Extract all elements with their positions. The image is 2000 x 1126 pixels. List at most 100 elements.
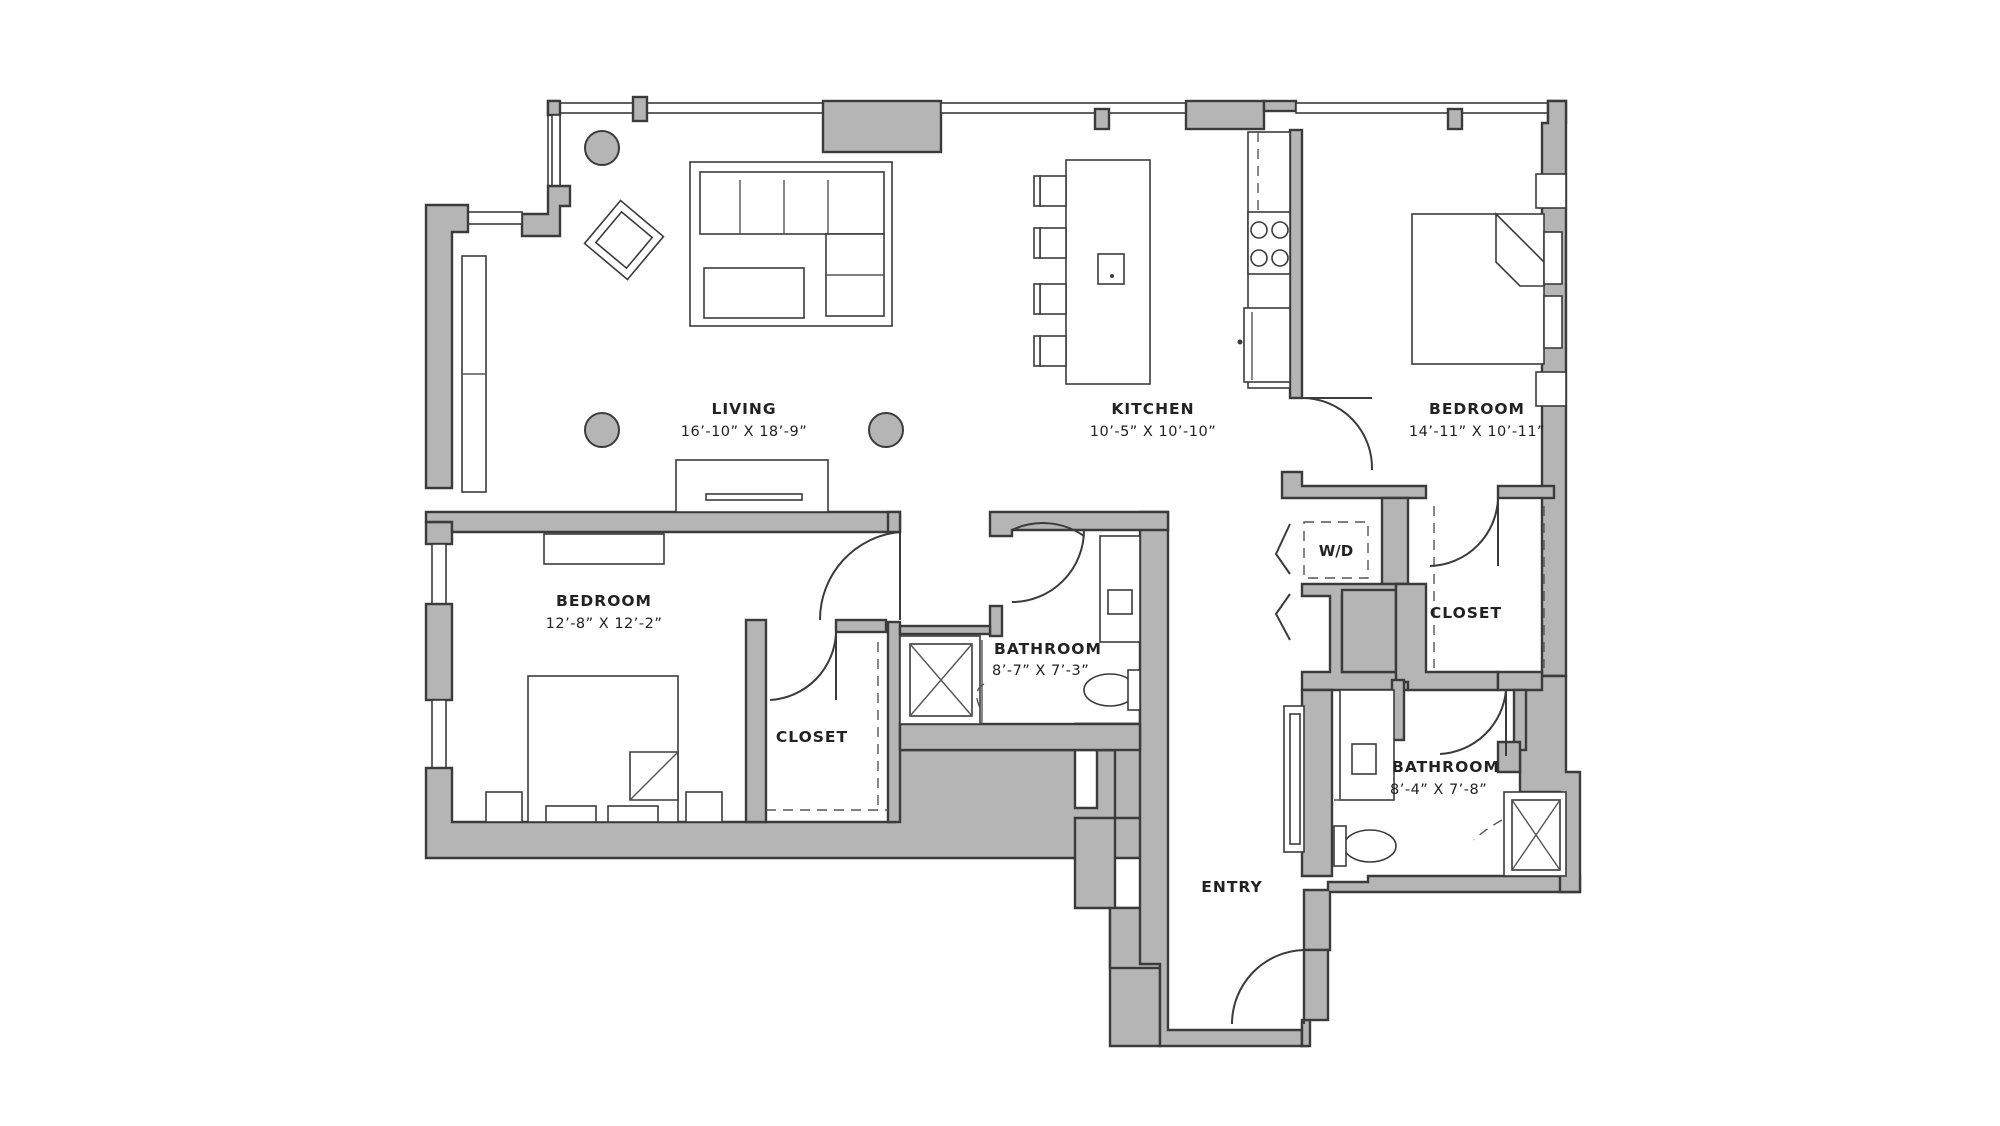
wall-segment: [631, 95, 649, 123]
column: [584, 130, 620, 166]
living-furniture: [461, 161, 893, 513]
wall-west-living: [424, 203, 470, 490]
label-bathroom-right-name: BATHROOM: [1392, 758, 1500, 776]
door-entry: [1231, 949, 1305, 1025]
window: [557, 102, 824, 114]
fridge-handle: [1237, 339, 1243, 345]
shower-door-swing: [1473, 819, 1503, 841]
wall-segment: [886, 510, 902, 534]
wall-segment: [1280, 470, 1428, 500]
column: [868, 412, 904, 448]
wall-laundry: [1380, 496, 1410, 586]
door-bath-left: [1011, 522, 1085, 603]
burner: [1271, 249, 1289, 267]
bed-fold-line: [629, 751, 679, 801]
wall-entry-east: [1302, 874, 1582, 952]
shower-diag: [1511, 799, 1561, 871]
sink: [1351, 743, 1377, 775]
toilet-tank: [1127, 669, 1141, 711]
columns: [584, 130, 904, 448]
door-closet-left: [769, 631, 837, 701]
nightstand: [1535, 371, 1567, 407]
window: [467, 211, 523, 225]
label-living-name: LIVING: [711, 400, 776, 418]
wall-segment: [424, 520, 454, 546]
right-side-fixtures: [1274, 506, 1567, 877]
nightstand: [685, 791, 723, 823]
burner: [1271, 221, 1289, 239]
tv-console: [675, 459, 829, 513]
nightstand: [1535, 173, 1567, 209]
faucet: [1110, 274, 1114, 278]
bed: [1411, 213, 1545, 365]
bathroom-left-fixtures: [899, 535, 1141, 725]
window: [551, 114, 561, 191]
wall-closet-right-bottom: [1394, 582, 1500, 692]
wall-segment: [1496, 670, 1544, 692]
window: [431, 543, 447, 607]
label-kitchen-name: KITCHEN: [1111, 400, 1194, 418]
sofa-back: [699, 171, 885, 235]
wall-segment: [1262, 99, 1298, 113]
bedroom-left-furniture: [485, 533, 723, 823]
wall-bath-bottom: [898, 722, 1142, 752]
pillow: [1543, 231, 1563, 285]
wall-living-bedroom: [424, 510, 902, 534]
pillow: [1543, 295, 1563, 349]
wall-segment: [546, 99, 562, 117]
bifold-door: [1274, 593, 1291, 641]
wall-closet-right: [886, 620, 902, 824]
label-bathroom-left-name: BATHROOM: [994, 640, 1102, 658]
wall-segment: [1302, 948, 1330, 1022]
label-bedroom-right-name: BEDROOM: [1429, 400, 1525, 418]
wall-entry-west: [1138, 510, 1304, 1048]
tv: [705, 493, 803, 501]
wall-segment: [1446, 107, 1464, 131]
wall-segment: [898, 624, 992, 636]
label-bathroom-right-dims: 8’-4” X 7’-8”: [1390, 782, 1487, 798]
coffee-table: [703, 267, 805, 319]
wall-segment: [1496, 740, 1522, 774]
column: [584, 412, 620, 448]
wall-segment: [424, 602, 454, 702]
wall-segment: [1093, 107, 1111, 131]
armchair: [583, 199, 665, 281]
washer-dryer: [1303, 521, 1369, 579]
nightstand: [485, 791, 523, 823]
wall-segment: [1496, 484, 1556, 500]
sink: [1107, 589, 1133, 615]
vanity: [1099, 535, 1141, 643]
structural-pier: [821, 99, 943, 154]
door-bath-right: [1439, 689, 1507, 756]
label-bedroom-right-dims: 14’-11” X 10’-11”: [1409, 424, 1545, 440]
shower-diag: [909, 643, 973, 717]
label-entry: ENTRY: [1201, 878, 1262, 896]
toilet-bowl: [1343, 829, 1397, 863]
bar-stools: [1033, 175, 1067, 367]
refrigerator: [1243, 307, 1291, 383]
window: [1295, 102, 1549, 114]
label-bedroom-left-name: BEDROOM: [556, 592, 652, 610]
pillow: [545, 805, 597, 823]
window: [431, 699, 447, 769]
bedroom-right-furniture: [1411, 173, 1567, 407]
door-bedroom-right: [1301, 397, 1374, 471]
wall-corner: [520, 184, 572, 238]
burner: [1250, 221, 1268, 239]
wall-closet-left: [744, 618, 768, 824]
kitchen-fixtures: [1033, 131, 1291, 389]
doors: [769, 397, 1507, 1025]
label-kitchen-dims: 10’-5” X 10’-10”: [1090, 424, 1216, 440]
closet-left-fixtures: [766, 642, 888, 811]
structural-pier: [1184, 99, 1266, 131]
wall-segment: [1340, 588, 1398, 674]
label-washer-dryer: W/D: [1319, 542, 1353, 560]
wall-segment: [988, 604, 1004, 638]
pillow: [607, 805, 659, 823]
label-bathroom-left-dims: 8’-7” X 7’-3”: [992, 663, 1089, 679]
wall-entry-bath: [1300, 688, 1334, 878]
dresser: [543, 533, 665, 565]
room-labels: LIVING 16’-10” X 18’-9” KITCHEN 10’-5” X…: [546, 400, 1545, 896]
label-bedroom-left-dims: 12’-8” X 12’-2”: [546, 616, 663, 632]
